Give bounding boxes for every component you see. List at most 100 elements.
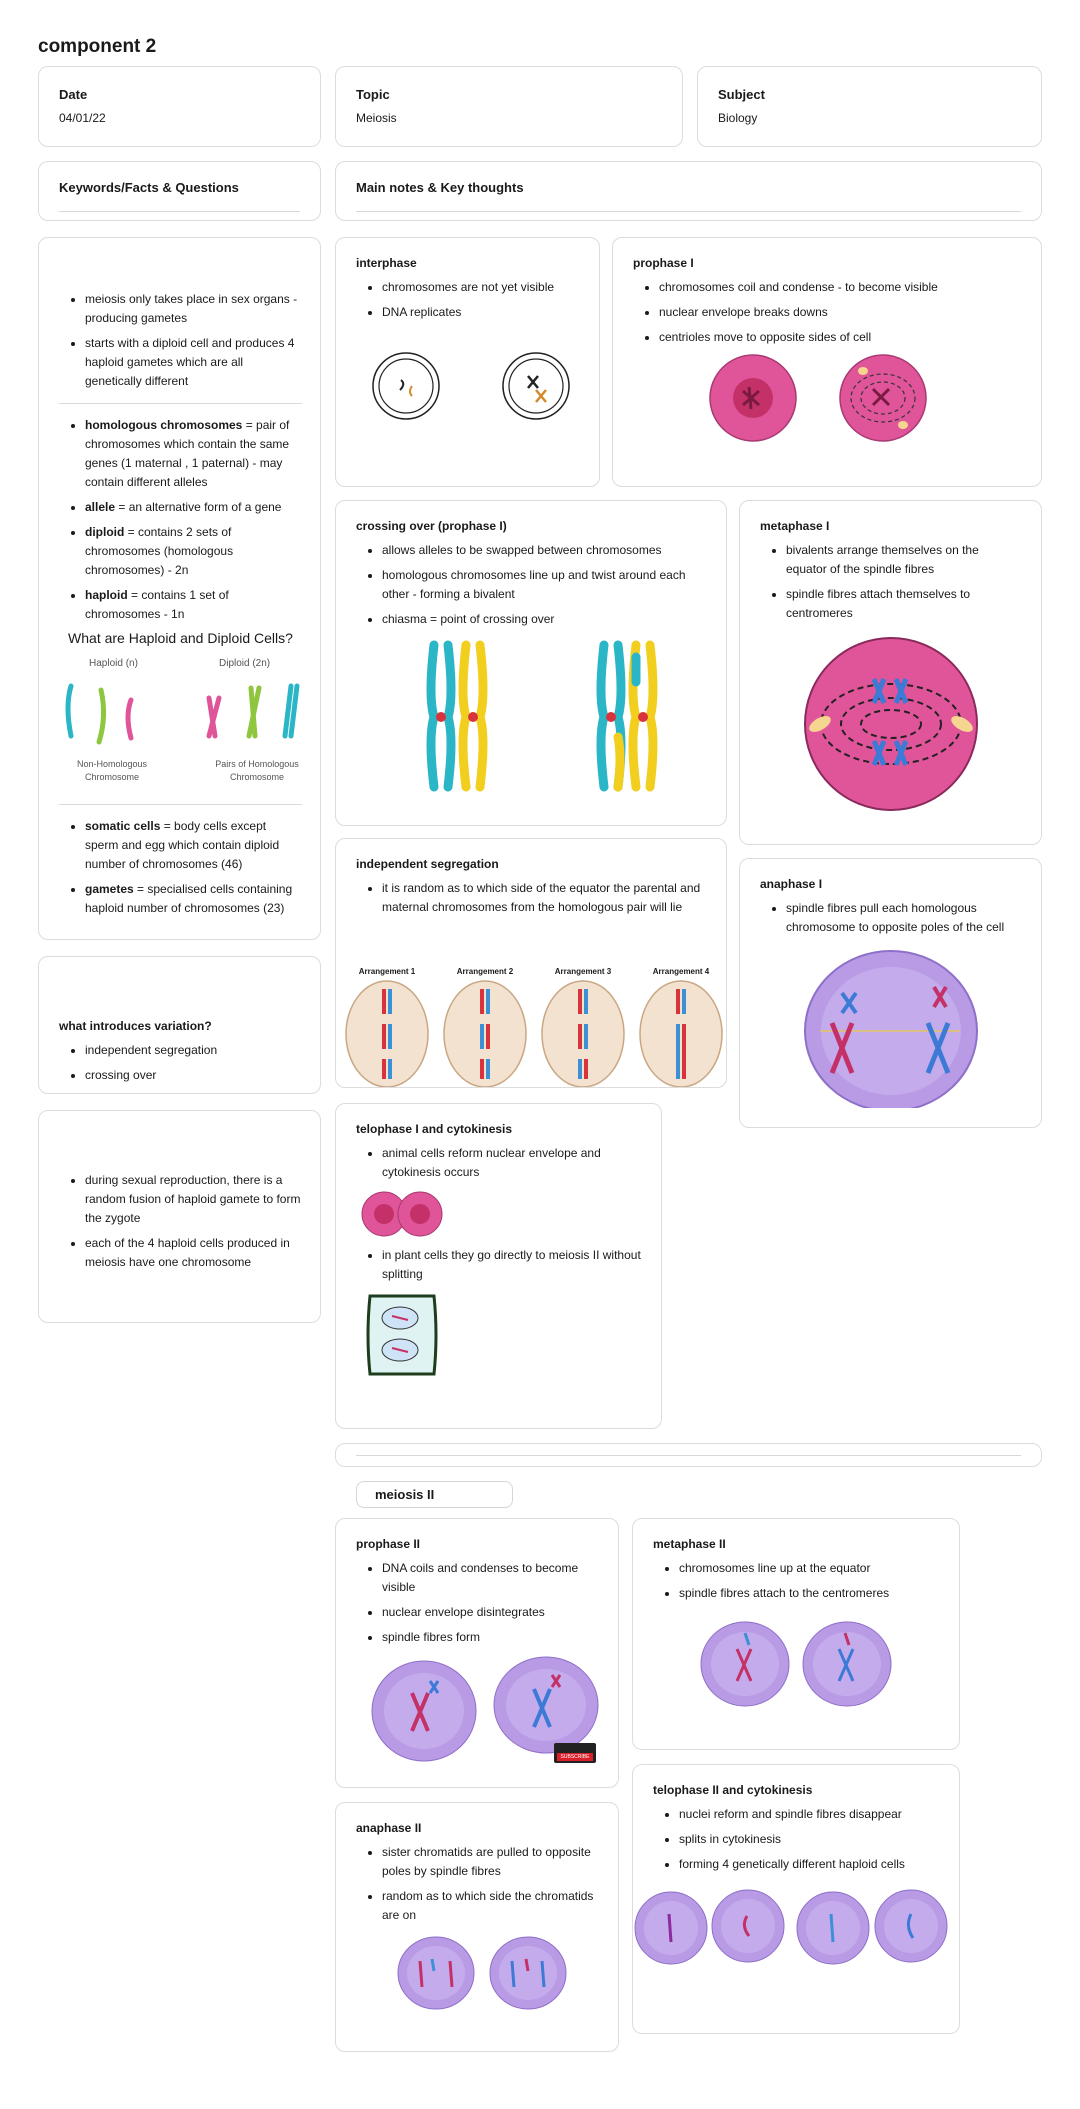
metaphase-i-cell-icon: [804, 637, 978, 811]
intro-item: starts with a diploid cell and produces …: [85, 334, 302, 391]
anaphase-ii-card: anaphase II sister chromatids are pulled…: [335, 1802, 619, 2052]
metaphase-ii-title: metaphase II: [653, 1537, 726, 1551]
prophase-ii-figure: SUBSCRIBE: [356, 1653, 600, 1763]
date-card: Date 04/01/22: [38, 66, 321, 147]
keywords-header-card: Keywords/Facts & Questions: [38, 161, 321, 221]
prophase-i-title: prophase I: [633, 256, 694, 270]
list-item: chromosomes line up at the equator: [679, 1559, 939, 1578]
variation-title: what introduces variation?: [59, 1019, 212, 1033]
list-item: chromosomes are not yet visible: [382, 278, 579, 297]
arrangement-label: Arrangement 4: [652, 967, 710, 976]
main-notes-header: Main notes & Key thoughts: [356, 180, 524, 195]
topic-card: Topic Meiosis: [335, 66, 683, 147]
anaphase-i-cell-icon: [804, 950, 978, 1108]
list-item: forming 4 genetically different haploid …: [679, 1855, 939, 1874]
independent-segregation-card: independent segregation it is random as …: [335, 838, 727, 1088]
list-item: nuclei reform and spindle fibres disappe…: [679, 1805, 939, 1824]
crossing-over-chromosomes-icon: [426, 640, 658, 792]
list-item: crossing over: [85, 1066, 300, 1085]
list-item: during sexual reproduction, there is a r…: [85, 1171, 302, 1228]
def-item: homologous chromosomes = pair of chromos…: [85, 416, 302, 492]
list-item: each of the 4 haploid cells produced in …: [85, 1234, 302, 1272]
meiosis-ii-label: meiosis II: [356, 1481, 513, 1508]
list-item: in plant cells they go directly to meios…: [382, 1246, 641, 1284]
metaphase-ii-cells-icon: [700, 1621, 892, 1707]
topic-label: Topic: [356, 87, 390, 102]
metaphase-i-title: metaphase I: [760, 519, 830, 533]
telophase-ii-cells-icon: [634, 1889, 948, 1965]
telophase-i-card: telophase I and cytokinesis animal cells…: [335, 1103, 662, 1429]
def-item: haploid = contains 1 set of chromosomes …: [85, 586, 302, 624]
anaphase-ii-cells-icon: [397, 1936, 567, 2010]
list-item: chiasma = point of crossing over: [382, 610, 706, 629]
list-item: spindle fibres attach to the centromeres: [679, 1584, 939, 1603]
chromosome-figure-icon: [65, 683, 300, 745]
list-item: allows alleles to be swapped between chr…: [382, 541, 706, 560]
arrangements-row: Arrangement 1 Arrangement 2 Arrangement …: [338, 967, 726, 1087]
main-notes-header-card: Main notes & Key thoughts: [335, 161, 1042, 221]
variation-card: what introduces variation? independent s…: [38, 956, 321, 1094]
def-item: somatic cells = body cells except sperm …: [85, 817, 302, 874]
list-item: bivalents arrange themselves on the equa…: [786, 541, 1021, 579]
subject-label: Subject: [718, 87, 765, 102]
list-item: spindle fibres form: [382, 1628, 598, 1647]
date-label: Date: [59, 87, 88, 102]
telophase-i-title: telophase I and cytokinesis: [356, 1122, 513, 1136]
list-item: DNA replicates: [382, 303, 579, 322]
crossing-over-title: crossing over (prophase I): [356, 519, 507, 533]
arrangements-icon: [345, 980, 723, 1087]
prophase-ii-title: prophase II: [356, 1537, 421, 1551]
list-item: it is random as to which side of the equ…: [382, 879, 706, 917]
crossing-over-card: crossing over (prophase I) allows allele…: [335, 500, 727, 826]
list-item: independent segregation: [85, 1041, 300, 1060]
list-item: DNA coils and condenses to become visibl…: [382, 1559, 598, 1597]
figure-title: What are Haploid and Diploid Cells?: [68, 630, 293, 646]
metaphase-i-card: metaphase I bivalents arrange themselves…: [739, 500, 1042, 845]
list-item: animal cells reform nuclear envelope and…: [382, 1144, 641, 1182]
def-item: gametes = specialised cells containing h…: [85, 880, 302, 918]
haploid-diploid-figure: What are Haploid and Diploid Cells? Hapl…: [59, 630, 302, 800]
def-item: diploid = contains 2 sets of chromosomes…: [85, 523, 302, 580]
telophase-ii-title: telophase II and cytokinesis: [653, 1783, 813, 1797]
telophase-animal-cells-icon: [361, 1191, 443, 1237]
prophase-ii-cells-icon: [371, 1656, 599, 1762]
arrangement-label: Arrangement 1: [358, 967, 416, 976]
list-item: sister chromatids are pulled to opposite…: [382, 1843, 598, 1881]
subject-card: Subject Biology: [697, 66, 1042, 147]
list-item: nuclear envelope breaks downs: [659, 303, 1021, 322]
telophase-plant-cell-icon: [366, 1294, 438, 1376]
list-item: chromosomes coil and condense - to becom…: [659, 278, 1021, 297]
sexual-reproduction-card: during sexual reproduction, there is a r…: [38, 1110, 321, 1323]
page-title: component 2: [38, 36, 157, 57]
intro-item: meiosis only takes place in sex organs -…: [85, 290, 302, 328]
list-item: random as to which side the chromatids a…: [382, 1887, 598, 1925]
keywords-card: meiosis only takes place in sex organs -…: [38, 237, 321, 940]
independent-segregation-title: independent segregation: [356, 857, 499, 871]
interphase-title: interphase: [356, 256, 417, 270]
list-item: spindle fibres pull each homologous chro…: [786, 899, 1021, 937]
list-item: nuclear envelope disintegrates: [382, 1603, 598, 1622]
telophase-ii-card: telophase II and cytokinesis nuclei refo…: [632, 1764, 960, 2034]
interphase-cells-icon: [372, 352, 570, 420]
prophase-i-cells-icon: [709, 354, 927, 442]
def-item: allele = an alternative form of a gene: [85, 498, 302, 517]
interphase-card: interphase chromosomes are not yet visib…: [335, 237, 600, 487]
list-item: splits in cytokinesis: [679, 1830, 939, 1849]
meiosis-ii-divider: [335, 1443, 1042, 1467]
keywords-header: Keywords/Facts & Questions: [59, 180, 239, 195]
subscribe-badge: SUBSCRIBE: [554, 1743, 596, 1763]
anaphase-i-title: anaphase I: [760, 877, 823, 891]
subject-value: Biology: [718, 111, 758, 125]
prophase-ii-card: prophase II DNA coils and condenses to b…: [335, 1518, 619, 1788]
date-value: 04/01/22: [59, 111, 106, 125]
prophase-i-card: prophase I chromosomes coil and condense…: [612, 237, 1042, 487]
metaphase-ii-card: metaphase II chromosomes line up at the …: [632, 1518, 960, 1750]
list-item: homologous chromosomes line up and twist…: [382, 566, 706, 604]
topic-value: Meiosis: [356, 111, 397, 125]
anaphase-i-card: anaphase I spindle fibres pull each homo…: [739, 858, 1042, 1128]
list-item: spindle fibres attach themselves to cent…: [786, 585, 1021, 623]
anaphase-ii-title: anaphase II: [356, 1821, 422, 1835]
arrangement-label: Arrangement 3: [554, 967, 612, 976]
arrangement-label: Arrangement 2: [456, 967, 514, 976]
list-item: centrioles move to opposite sides of cel…: [659, 328, 1021, 347]
